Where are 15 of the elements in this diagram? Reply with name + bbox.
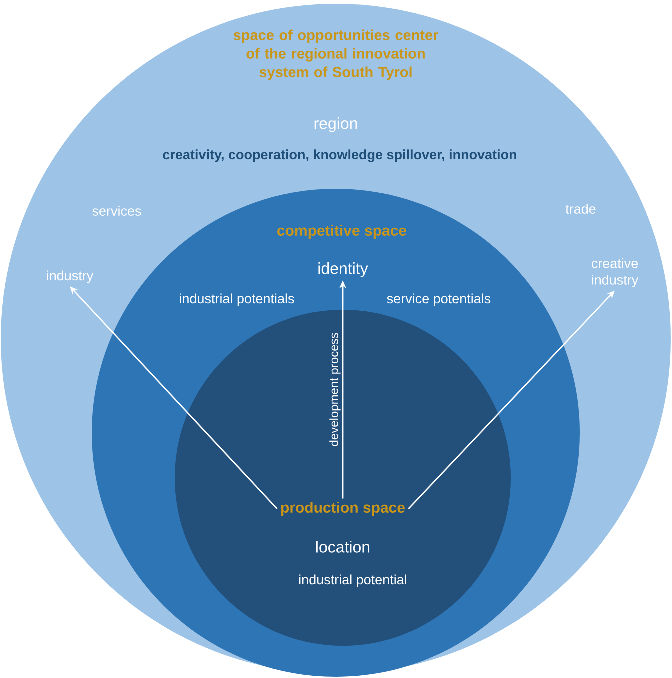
label-text: creativity, cooperation, knowledge spillover, innovation [163, 150, 516, 162]
label-text: production space [281, 502, 405, 516]
label-text: services [92, 206, 142, 216]
label-text: region [314, 118, 358, 132]
edge-label: development process [330, 333, 341, 446]
label-text: location [316, 541, 370, 553]
label-text: space of opportunities center of the regional innovation system of South Tyrol [234, 30, 438, 80]
label-text: creative industry [592, 258, 639, 288]
label-text: identity [318, 262, 368, 278]
label-text: industrial potentials [180, 294, 294, 306]
label-text: industry [47, 270, 94, 284]
label-text: industrial potential [300, 574, 406, 588]
label-text: service potentials [387, 294, 491, 306]
label-text: trade [566, 204, 596, 214]
label-text: competitive space [278, 225, 406, 239]
